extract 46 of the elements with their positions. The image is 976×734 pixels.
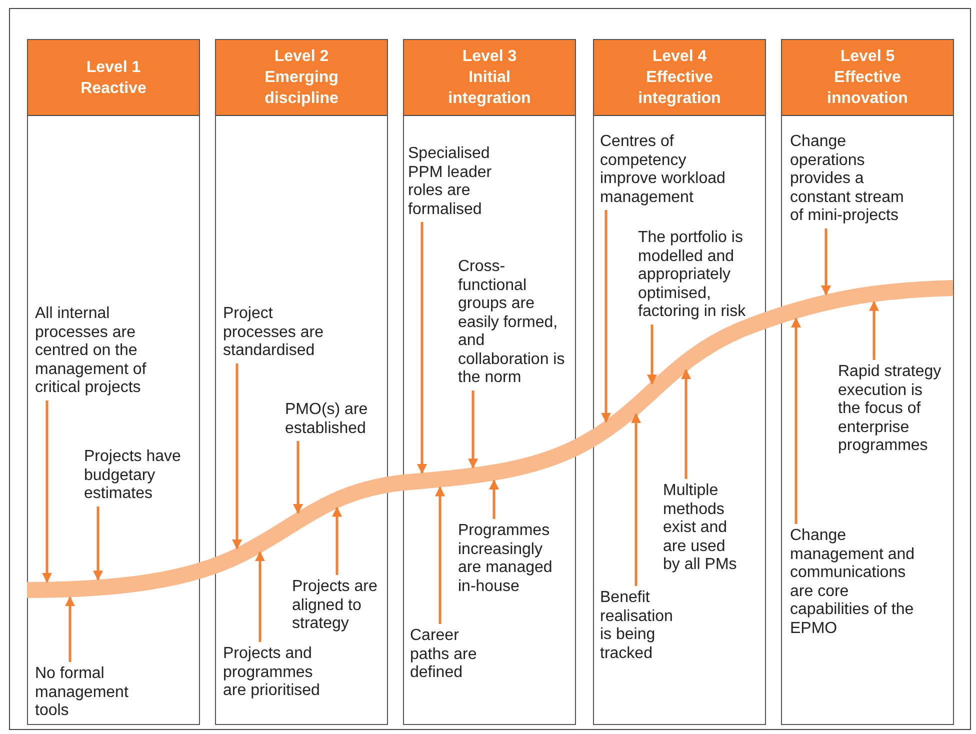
statement-text: Projects and programmes are prioritised [223,645,337,700]
statement-text: The portfolio is modelled and appropriately optimised, factoring in risk [638,229,762,322]
statement-text: Multiple methods exist and are used by all PMs [663,482,741,574]
arrow [631,413,641,586]
level-heading: Level 3 Initial integration [447,47,532,109]
arrow [647,324,657,385]
arrow [332,506,342,575]
arrow [65,596,75,662]
level-heading: Level 2 Emerging discipline [264,47,340,109]
arrow [232,364,242,550]
level-column [781,39,954,725]
arrow [601,210,611,423]
level-column [403,39,576,725]
statement-text: Centres of competency improve workload management [600,133,732,207]
statement-text: Programmes increasingly are managed in-house [458,522,568,596]
level-heading: Level 1 Reactive [80,58,148,98]
level-column [593,39,766,725]
arrow [93,506,103,581]
arrow [791,317,801,524]
arrow [417,222,427,474]
statement-text: Cross-functional groups are easily formed, and collaboration is the norm [458,258,570,388]
arrow [489,479,499,519]
statement-text: All internal processes are centred on the management of critical projects [35,305,165,398]
statement-text: Career paths are defined [410,627,490,682]
level-heading: Level 5 Effective innovation [826,47,909,109]
statement-text: No formal management tools [35,665,147,720]
statement-text: Project processes are standardised [223,305,338,360]
statement-text: Specialised PPM leader roles are formalised [408,145,504,219]
statement-text: Change operations provides a constant stream of mini-projects [790,133,918,226]
arrow [293,441,303,514]
statement-text: Benefit realisation is being tracked [600,589,684,663]
arrow [255,551,265,642]
arrow [681,368,691,479]
arrow [42,400,52,583]
level-heading: Level 4 Effective integration [637,47,722,109]
statement-text: Rapid strategy execution is the focus of enterprise programmes [838,363,942,456]
arrow [821,228,831,296]
level-column [215,39,388,725]
arrow [435,486,445,624]
arrow [869,300,879,360]
statement-text: PMO(s) are established [285,401,380,438]
statement-text: Change management and communications are core capabilities of the EPMO [790,527,930,638]
statement-text: Projects are aligned to strategy [292,578,382,634]
arrow [468,390,478,469]
level-column [27,39,200,725]
statement-text: Projects have budgetary estimates [84,448,194,504]
